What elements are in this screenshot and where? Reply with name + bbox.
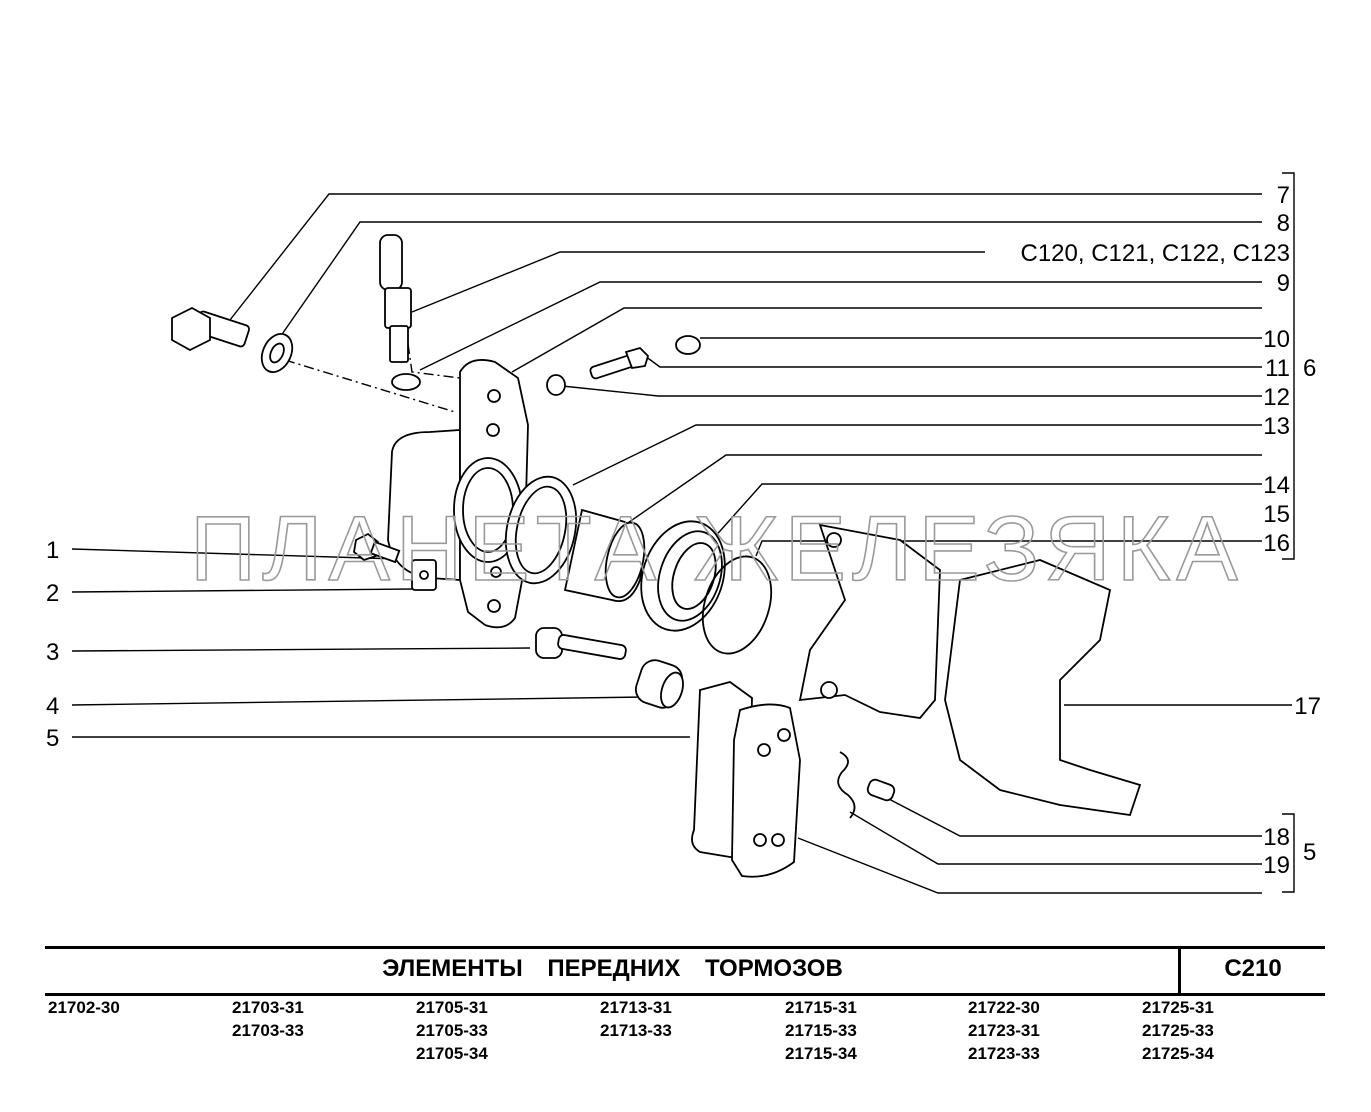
model-number: 21715-31 — [785, 998, 857, 1017]
bolt-part-1 — [353, 532, 401, 564]
group-bracket-6 — [1282, 172, 1295, 560]
leader-line-16 — [755, 540, 1262, 557]
leader-line-15 — [711, 483, 1262, 541]
model-number: 21725-34 — [1142, 1044, 1214, 1063]
leader-line-11 — [644, 355, 1262, 368]
callout-8: 8 — [1277, 210, 1290, 237]
callout-2: 2 — [46, 580, 59, 607]
callout-19: 19 — [1263, 852, 1290, 879]
callout-3: 3 — [46, 639, 59, 666]
callout-10: 10 — [1263, 326, 1290, 353]
retaining-ring-part-16 — [701, 555, 773, 655]
hose-fitting-part — [379, 234, 412, 363]
callout-17: 17 — [1294, 693, 1321, 720]
leader-line-3 — [71, 647, 531, 652]
model-number: 21723-31 — [968, 1021, 1040, 1040]
bolt-part-7 — [171, 306, 250, 352]
model-column-7: 21725-31 21725-33 21725-34 — [1142, 996, 1214, 1065]
leader-line-12 — [561, 385, 1262, 397]
watermark-text: ПЛАНЕТА ЖЕЛЕЗЯКА — [190, 498, 1244, 600]
model-number: 21703-31 — [232, 998, 304, 1017]
seal-ring-part-13 — [504, 475, 578, 585]
callout-9: 9 — [1277, 270, 1290, 297]
callout-5: 5 — [46, 725, 59, 752]
pin-boot-part-4 — [634, 659, 684, 709]
model-number: 21702-30 — [48, 998, 120, 1017]
model-column-6: 21722-30 21723-31 21723-33 — [968, 996, 1040, 1065]
model-number: 21722-30 — [968, 998, 1040, 1017]
callout-c120-c123: C120, C121, C122, C123 — [1020, 240, 1290, 267]
caliper-bracket-part-17 — [798, 523, 1142, 816]
leader-line-14 — [621, 454, 1262, 528]
piston-part-14 — [563, 508, 646, 602]
model-number: 21715-33 — [785, 1021, 857, 1040]
model-number: 21705-31 — [416, 998, 488, 1017]
brake-pad-part-inner — [731, 703, 801, 878]
title-bar: ЭЛЕМЕНТЫ ПЕРЕДНИХ ТОРМОЗОВ C210 — [45, 946, 1325, 996]
model-number: 21703-33 — [232, 1021, 304, 1040]
callout-1: 1 — [46, 537, 59, 564]
leader-line-2 — [71, 588, 413, 593]
title-divider — [1178, 949, 1181, 993]
leader-line-19 — [849, 811, 1262, 865]
leader-line-9 — [419, 281, 1262, 371]
axis-line — [284, 359, 456, 413]
leader-line-18 — [884, 796, 1262, 837]
leader-line-1 — [71, 548, 399, 560]
washer-part-9 — [391, 373, 421, 391]
callout-14: 14 — [1263, 472, 1290, 499]
model-number: 21725-33 — [1142, 1021, 1214, 1040]
model-column-5: 21715-31 21715-33 21715-34 — [785, 996, 857, 1065]
leader-line-pad — [797, 837, 1262, 894]
model-number: 21705-33 — [416, 1021, 488, 1040]
spring-part-19 — [837, 751, 856, 819]
leader-line-c120 — [411, 251, 985, 313]
leader-line-13 — [572, 424, 1262, 486]
leader-line-4 — [71, 696, 646, 706]
callout-16: 16 — [1263, 530, 1290, 557]
model-number: 21715-34 — [785, 1044, 857, 1063]
bleeder-cap-part-10 — [675, 335, 701, 355]
model-number: 21705-34 — [416, 1044, 488, 1063]
guide-pin-part-3 — [535, 627, 627, 660]
group-label-6: 6 — [1303, 355, 1316, 382]
model-column-2: 21703-31 21703-33 — [232, 996, 304, 1042]
model-column-1: 21702-30 — [48, 996, 120, 1019]
callout-4: 4 — [46, 693, 59, 720]
bleeder-valve-part-11 — [589, 346, 650, 380]
model-column-3: 21705-31 21705-33 21705-34 — [416, 996, 488, 1065]
model-column-4: 21713-31 21713-33 — [600, 996, 672, 1042]
group-bracket-5 — [1282, 813, 1295, 893]
model-number: 21723-33 — [968, 1044, 1040, 1063]
model-number: 21713-33 — [600, 1021, 672, 1040]
brake-exploded-diagram: ПЛАНЕТА ЖЕЛЕЗЯКА 7 8 C120, C121, C122, C… — [46, 172, 1321, 894]
model-number: 21725-31 — [1142, 998, 1214, 1017]
leader-line-cal — [511, 307, 1262, 373]
group-label-5: 5 — [1303, 839, 1316, 866]
page-title: ЭЛЕМЕНТЫ ПЕРЕДНИХ ТОРМОЗОВ — [382, 955, 843, 982]
leader-line-8 — [277, 221, 1262, 341]
section-code: C210 — [1224, 955, 1282, 982]
model-number: 21713-31 — [600, 998, 672, 1017]
callout-18: 18 — [1263, 824, 1290, 851]
callout-7: 7 — [1277, 182, 1290, 209]
axis-line-2 — [407, 343, 461, 379]
callout-11: 11 — [1265, 355, 1290, 382]
callout-13: 13 — [1263, 413, 1290, 440]
pin-part-18 — [866, 778, 896, 802]
leader-line-7 — [225, 193, 1262, 326]
plug-part-12 — [546, 374, 566, 396]
callout-15: 15 — [1263, 501, 1290, 528]
callout-12: 12 — [1263, 384, 1290, 411]
